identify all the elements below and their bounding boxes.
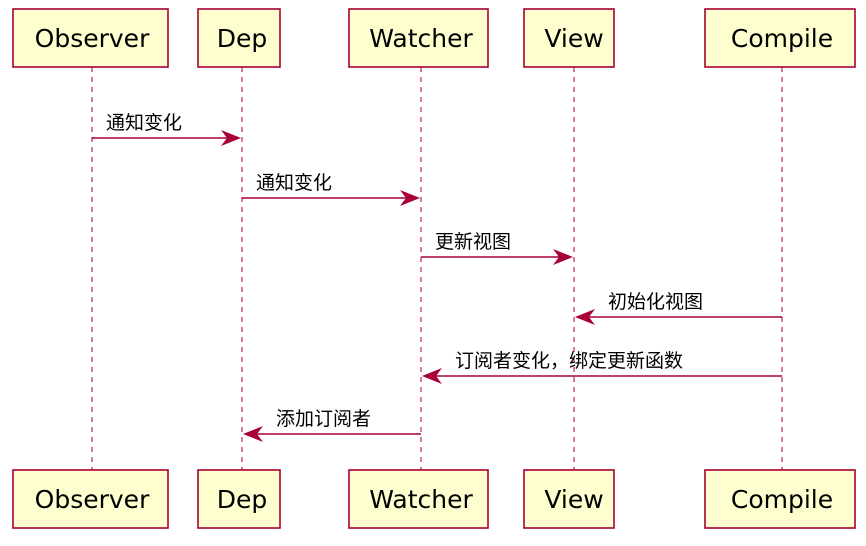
message-label: 更新视图	[435, 231, 511, 253]
participant-watcher-top: Watcher	[348, 8, 489, 68]
message-arrowhead	[243, 426, 263, 442]
participant-watcher-bottom: Watcher	[348, 469, 489, 529]
participant-box	[704, 469, 856, 529]
participant-observer-top: Observer	[12, 8, 169, 68]
message-label: 初始化视图	[608, 291, 703, 313]
participant-compile-top: Compile	[704, 8, 856, 68]
participant-box	[12, 8, 169, 68]
message-label: 订阅者变化，绑定更新函数	[455, 350, 683, 372]
participant-dep-bottom: Dep	[197, 469, 281, 529]
message-4: 初始化视图	[575, 291, 782, 325]
participant-box	[348, 8, 489, 68]
participant-label: Compile	[731, 485, 833, 514]
participant-label: View	[544, 485, 603, 514]
message-arrowhead	[400, 190, 420, 206]
message-6: 添加订阅者	[243, 408, 421, 442]
participant-box	[197, 8, 281, 68]
participant-view-top: View	[523, 8, 615, 68]
participant-observer-bottom: Observer	[12, 469, 169, 529]
message-1: 通知变化	[92, 112, 241, 146]
participant-label: Watcher	[369, 24, 473, 53]
participant-box	[704, 8, 856, 68]
participant-box	[523, 8, 615, 68]
message-arrowhead	[422, 368, 442, 384]
participant-box	[348, 469, 489, 529]
message-arrowhead	[575, 309, 595, 325]
participant-box	[197, 469, 281, 529]
participant-label: Compile	[731, 24, 833, 53]
message-label: 通知变化	[256, 172, 332, 194]
participant-label: Dep	[217, 24, 268, 53]
message-arrowhead	[553, 249, 573, 265]
message-5: 订阅者变化，绑定更新函数	[422, 350, 782, 384]
message-label: 通知变化	[106, 112, 182, 134]
participant-dep-top: Dep	[197, 8, 281, 68]
participant-label: Watcher	[369, 485, 473, 514]
message-label: 添加订阅者	[276, 408, 371, 430]
participant-label: Observer	[35, 24, 150, 53]
participant-label: Observer	[35, 485, 150, 514]
message-2: 通知变化	[242, 172, 420, 206]
participant-label: View	[544, 24, 603, 53]
participant-label: Dep	[217, 485, 268, 514]
participant-box	[12, 469, 169, 529]
message-3: 更新视图	[421, 231, 573, 265]
participant-view-bottom: View	[523, 469, 615, 529]
participant-box	[523, 469, 615, 529]
message-arrowhead	[221, 130, 241, 146]
participant-compile-bottom: Compile	[704, 469, 856, 529]
